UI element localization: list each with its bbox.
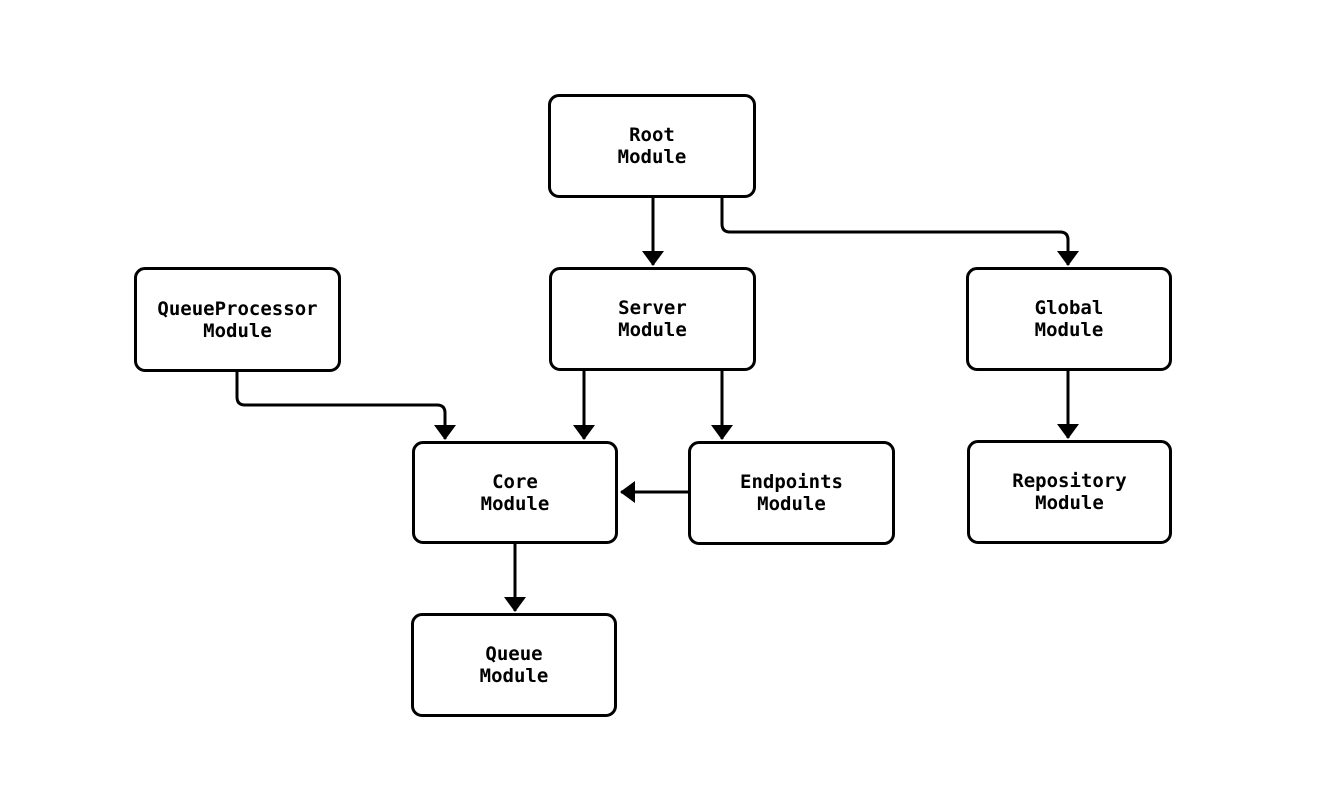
node-core-module: Core Module — [412, 441, 618, 544]
node-global-module: Global Module — [966, 267, 1172, 371]
edge-queueprocessor-to-core-arrow — [235, 372, 456, 440]
node-server-module: Server Module — [549, 267, 756, 371]
edge-root-to-global-arrow — [720, 198, 1079, 266]
node-root-module: Root Module — [548, 94, 756, 198]
node-endpoints-module: Endpoints Module — [688, 441, 895, 545]
node-queueprocessor-module: QueueProcessor Module — [134, 267, 341, 372]
node-repository-module: Repository Module — [967, 440, 1172, 544]
node-queue-module: Queue Module — [411, 613, 617, 717]
